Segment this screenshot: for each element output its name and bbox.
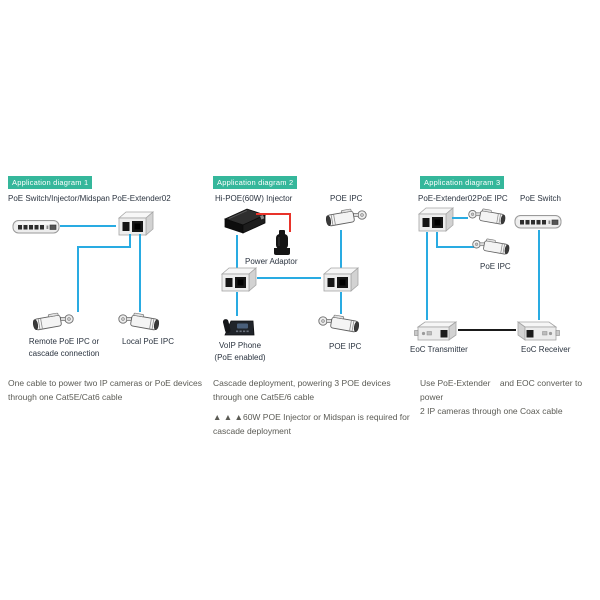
voip-phone-icon <box>222 314 256 338</box>
local-camera-label: Local PoE IPC <box>121 337 175 346</box>
diagram-2-badge: Application diagram 2 <box>213 176 298 189</box>
diagram-2-note: ▲ ▲ ▲60W POE Injector or Midspan is requ… <box>213 412 410 437</box>
cable-switch-to-eoc-receiver <box>538 230 540 320</box>
eoc-receiver-label: EoC Receiver <box>521 345 571 354</box>
poe-extender02-label: PoE-Extender02 <box>418 194 477 203</box>
poe-switch-icon <box>12 217 60 235</box>
diagram-3-badge: Application diagram 3 <box>420 176 505 189</box>
poe-switch-3-label: PoE Switch <box>520 194 561 203</box>
injector-label: Hi-POE(60W) Injector <box>215 194 293 203</box>
eoc-transmitter-label: EoC Transmitter <box>410 345 468 354</box>
poe-switch-label: PoE Switch/Injector/Midspan <box>8 194 110 203</box>
poe-extender02-icon <box>416 206 454 232</box>
cable-extender-down <box>436 232 438 248</box>
cable-switch-to-extender <box>60 225 116 227</box>
diagram-2-caption: Cascade deployment, powering 3 POE devic… <box>213 378 391 403</box>
diagram-3-caption: Use PoE-Extender and EOC converter to po… <box>420 378 583 417</box>
poe-ipc-camera-1-icon <box>468 206 508 228</box>
cable-extender-down-left <box>129 234 131 248</box>
diagram-1-badge: Application diagram 1 <box>8 176 93 189</box>
cable-to-camera-2 <box>436 246 474 248</box>
poe-ipc-bottom-label: POE IPC <box>329 342 362 351</box>
poe-ipc-camera-bottom-icon <box>318 312 362 336</box>
cable-red-vertical <box>289 213 291 232</box>
cable-extender-to-phone <box>236 292 238 316</box>
eoc-receiver-icon <box>514 318 560 342</box>
eoc-transmitter-icon <box>414 318 460 342</box>
poe-ipc-camera-2-icon <box>472 236 512 258</box>
cable-red-horizontal <box>256 213 291 215</box>
poe-extender-label: PoE-Extender02 <box>112 194 171 203</box>
poe-ipc-top-label: POE IPC <box>330 194 363 203</box>
poe-switch-3-icon <box>514 212 562 230</box>
remote-poe-ipc-camera-icon <box>30 310 74 334</box>
cable-to-local-camera <box>139 234 141 312</box>
power-adaptor-icon <box>271 229 293 257</box>
cable-camera-top-to-extender <box>340 230 342 268</box>
power-adaptor-label: Power Adaptor <box>245 257 298 266</box>
cable-to-remote-camera <box>77 246 79 312</box>
cable-elbow-horizontal <box>77 246 131 248</box>
poe-ipc-camera-top-icon <box>323 206 367 230</box>
diagram-1-caption: One cable to power two IP cameras or PoE… <box>8 378 203 403</box>
cable-extender-to-extender <box>257 277 321 279</box>
cable-coax <box>458 329 516 331</box>
poe-extender-left-icon <box>219 266 257 292</box>
poe-extender-icon <box>116 210 154 236</box>
cable-injector-to-extender <box>236 235 238 268</box>
poe-ipc-1-label: PoE IPC <box>477 194 508 203</box>
cable-extender-to-camera-1 <box>452 217 468 219</box>
poe-extender-right-icon <box>321 266 359 292</box>
remote-camera-label: Remote PoE IPC or cascade connection <box>28 337 100 358</box>
cable-extender-to-camera-bottom <box>340 292 342 314</box>
cable-extender-to-eoc-transmitter <box>426 232 428 320</box>
local-poe-ipc-camera-icon <box>118 310 162 334</box>
hi-poe-injector-icon <box>220 206 268 238</box>
poe-ipc-2-label: PoE IPC <box>480 262 511 271</box>
voip-phone-label: VoIP Phone (PoE enabled) <box>214 341 266 362</box>
